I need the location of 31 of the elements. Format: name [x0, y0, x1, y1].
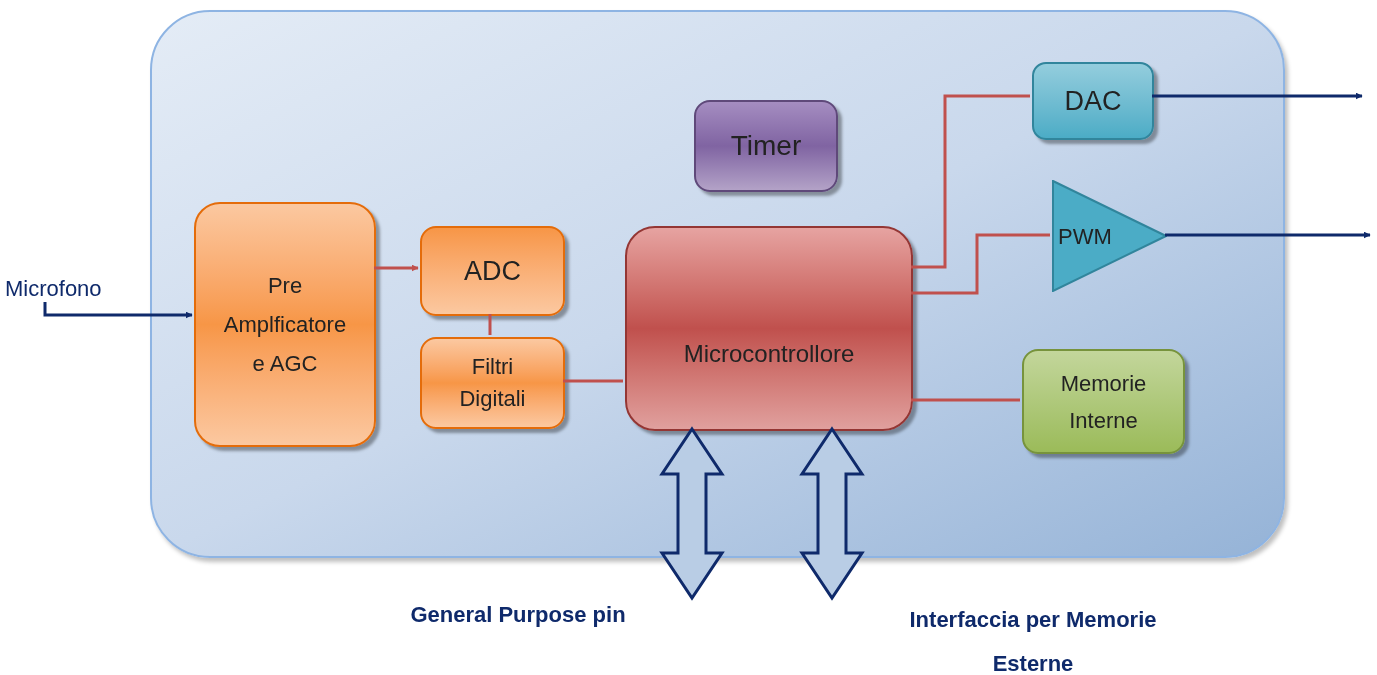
panel-background: [150, 10, 1285, 558]
process-box: [420, 226, 565, 316]
node-text: PWM: [1058, 222, 1112, 251]
connector-line: [911, 233, 1050, 295]
process-box: [194, 202, 376, 447]
connector-line: [488, 314, 492, 335]
process-box: [1022, 349, 1185, 454]
node-text: DAC: [1064, 84, 1122, 118]
microcontroller-box: [625, 226, 913, 431]
connector-line: [563, 379, 623, 383]
arrow: [43, 302, 193, 319]
process-box: [1032, 62, 1154, 140]
node-text: Microfono: [5, 275, 102, 303]
arrow: [374, 264, 419, 272]
node-text: Interfaccia per Memorie Esterne: [908, 606, 1158, 675]
arrow: [1165, 231, 1371, 239]
node-text: General Purpose pin: [410, 601, 626, 629]
connector-line: [911, 94, 1030, 269]
node-text: Pre Amplficatore e AGC: [222, 272, 348, 378]
node-text: Filtri Digitali: [458, 353, 527, 413]
connector-line: [911, 398, 1020, 402]
process-box: [694, 100, 838, 192]
node-text: ADC: [464, 254, 521, 288]
arrow: [1152, 92, 1363, 100]
node-text: Timer: [730, 129, 802, 163]
node-text: Microcontrollore: [683, 338, 855, 369]
double-arrow: [659, 426, 725, 601]
node-text: Memorie Interne: [1059, 369, 1148, 435]
amplifier-triangle: [1052, 180, 1167, 292]
double-arrow: [799, 426, 865, 601]
process-box: [420, 337, 565, 429]
